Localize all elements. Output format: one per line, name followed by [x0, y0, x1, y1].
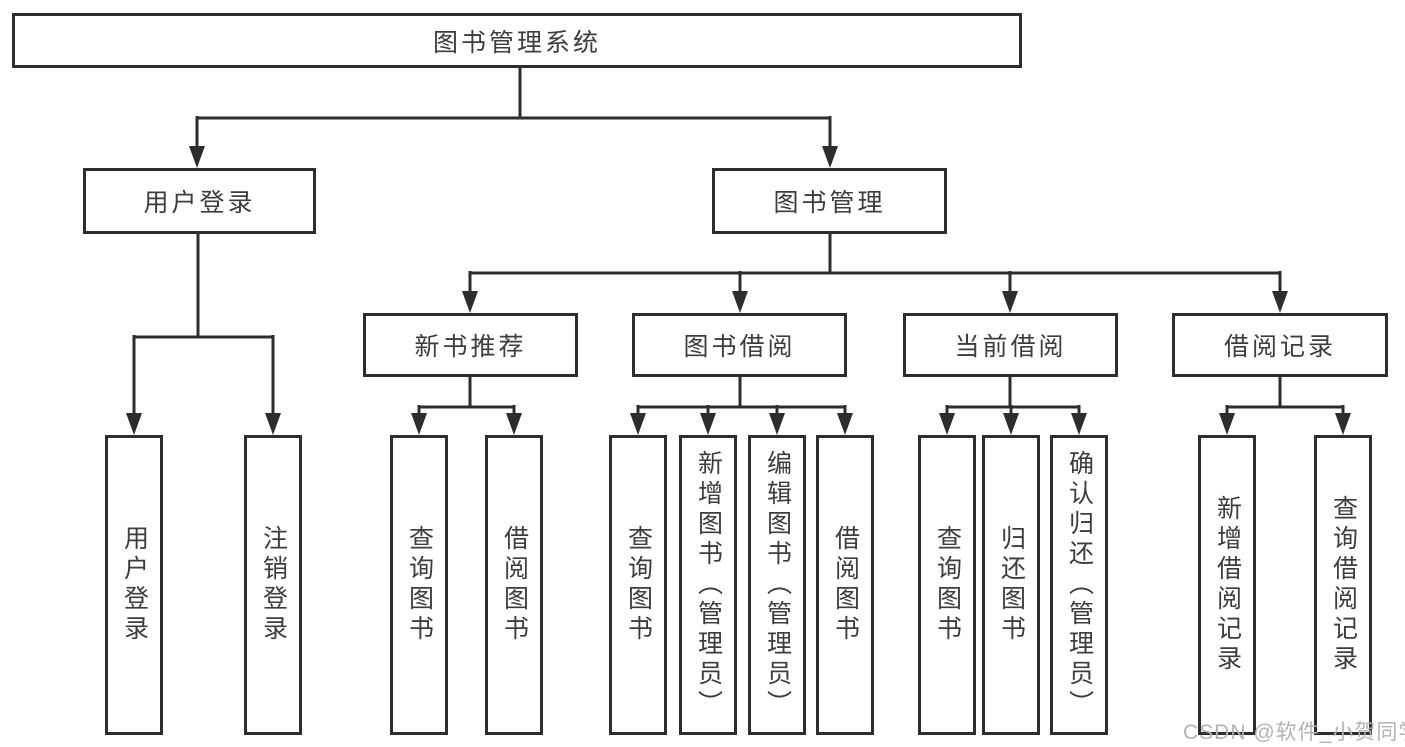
- node-book-management: 图书管理: [712, 168, 947, 234]
- leaf-logout: 注销登录: [244, 435, 302, 735]
- node-label: 图书管理系统: [432, 28, 601, 57]
- node-label: 当前借阅: [954, 333, 1067, 361]
- leaf-label: 查询图书: [933, 525, 962, 645]
- leaf-query-books-recommend: 查询图书: [390, 435, 448, 735]
- leaf-label: 查询图书: [624, 525, 653, 645]
- leaf-label: 查询借阅记录: [1329, 495, 1358, 675]
- leaf-query-borrow-record: 查询借阅记录: [1314, 435, 1372, 735]
- connector-user-login-to-leaves: [126, 234, 281, 435]
- connector-borrow-record-to-leaves: [1219, 377, 1351, 435]
- node-book-borrow: 图书借阅: [632, 313, 847, 377]
- leaf-label: 用户登录: [120, 525, 149, 645]
- leaf-edit-books-admin: 编辑图书（管理员）: [748, 435, 806, 735]
- leaf-label: 借阅图书: [500, 525, 529, 645]
- leaf-label: 编辑图书（管理员）: [763, 450, 792, 720]
- connector-current-borrow-to-leaves: [939, 377, 1087, 435]
- connector-book-mgmt-to-level2: [462, 234, 1288, 313]
- node-library-management-system: 图书管理系统: [12, 13, 1022, 68]
- node-label: 图书借阅: [683, 333, 796, 361]
- leaf-label: 新增借阅记录: [1213, 495, 1242, 675]
- node-label: 借阅记录: [1223, 333, 1336, 361]
- node-label: 新书推荐: [414, 333, 527, 361]
- leaf-user-login: 用户登录: [105, 435, 163, 735]
- node-borrow-record: 借阅记录: [1172, 313, 1388, 377]
- node-new-book-recommend: 新书推荐: [363, 313, 578, 377]
- connector-book-borrow-to-leaves: [630, 377, 853, 435]
- leaf-query-books-borrow: 查询图书: [609, 435, 667, 735]
- csdn-watermark: CSDN @软件_小贺同学: [1183, 721, 1405, 744]
- leaf-add-books-admin: 新增图书（管理员）: [679, 435, 737, 735]
- connector-root-to-level1: [189, 68, 838, 168]
- leaf-borrow-books-recommend: 借阅图书: [485, 435, 543, 735]
- leaf-query-books-current: 查询图书: [918, 435, 976, 735]
- leaf-confirm-return-admin: 确认归还（管理员）: [1050, 435, 1108, 735]
- connector-new-book-to-leaves: [411, 377, 522, 435]
- node-current-borrow: 当前借阅: [903, 313, 1118, 377]
- node-label: 用户登录: [143, 189, 256, 217]
- leaf-label: 查询图书: [405, 525, 434, 645]
- leaf-label: 归还图书: [997, 525, 1026, 645]
- node-user-login: 用户登录: [83, 168, 316, 234]
- node-label: 图书管理: [773, 189, 886, 217]
- leaf-borrow-books: 借阅图书: [816, 435, 874, 735]
- leaf-label: 借阅图书: [831, 525, 860, 645]
- leaf-label: 新增图书（管理员）: [694, 450, 723, 720]
- leaf-add-borrow-record: 新增借阅记录: [1198, 435, 1256, 735]
- leaf-label: 注销登录: [259, 525, 288, 645]
- leaf-label: 确认归还（管理员）: [1065, 450, 1094, 720]
- leaf-return-books: 归还图书: [982, 435, 1040, 735]
